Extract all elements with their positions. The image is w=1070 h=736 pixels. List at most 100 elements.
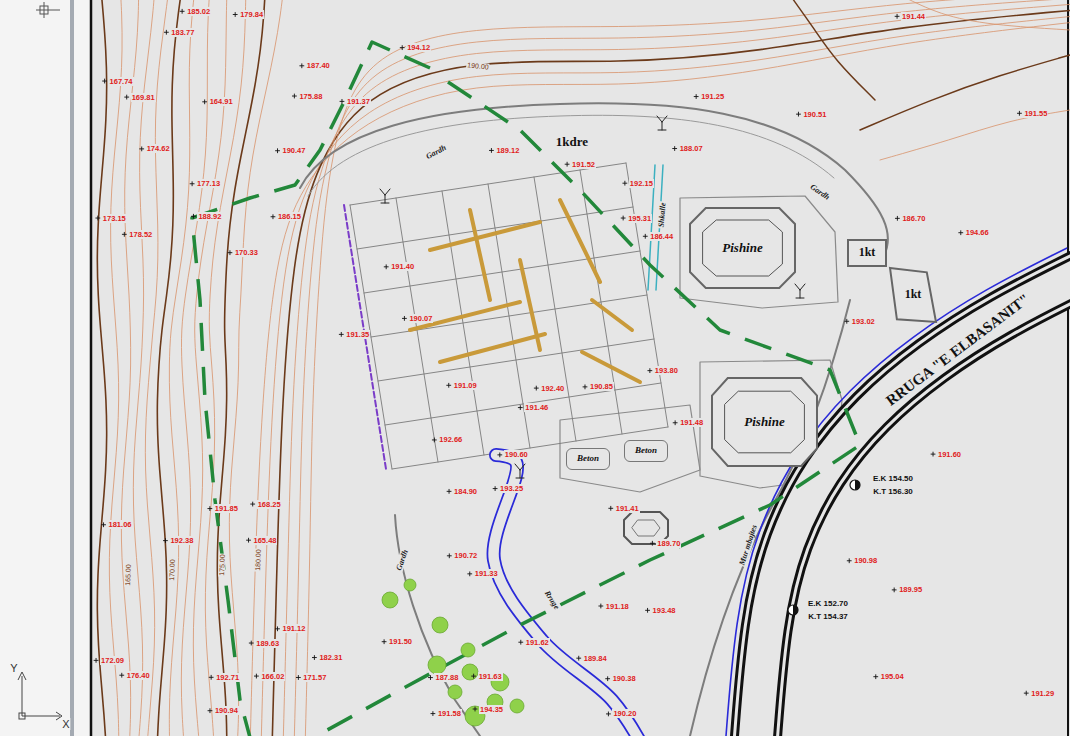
spot-height: 195.04 (880, 672, 905, 681)
spot-marker (96, 216, 100, 220)
spot-marker (228, 251, 232, 255)
spot-height: 181.06 (108, 520, 133, 529)
spot-marker (251, 502, 255, 506)
spot-marker (673, 421, 677, 425)
spot-marker (312, 656, 316, 660)
spot-marker (247, 538, 251, 542)
spot-height: 191.35 (345, 330, 370, 339)
spot-height: 174.62 (146, 144, 171, 153)
spot-height: 172.09 (100, 656, 125, 665)
spot-height: 190.47 (282, 146, 307, 155)
lamp-symbol (515, 464, 525, 478)
spot-height: 191.58 (437, 709, 462, 718)
spot-marker (122, 232, 126, 236)
spot-height: 194.35 (479, 705, 504, 714)
axis-icon (19, 713, 25, 719)
spot-marker (447, 554, 451, 558)
foundation-beam (582, 352, 640, 382)
spot-marker (402, 316, 406, 320)
spot-marker (447, 489, 451, 493)
contour-line (860, 55, 1070, 130)
road-kerb (725, 248, 1066, 736)
spot-height: 191.29 (1030, 689, 1055, 698)
spot-height: 177.13 (196, 179, 221, 188)
spot-height: 191.40 (390, 262, 415, 271)
road-surface (755, 275, 1070, 736)
foundation-beam (560, 200, 600, 282)
spot-marker (203, 100, 207, 104)
spot-marker (609, 506, 613, 510)
axis-label: X (61, 718, 70, 730)
spot-marker (125, 95, 129, 99)
spot-height: 187.88 (434, 673, 459, 682)
spot-marker (233, 13, 237, 17)
foundation-beam (440, 334, 545, 362)
spot-marker (292, 94, 296, 98)
spot-height: 191.63 (478, 672, 503, 681)
spot-marker (650, 541, 654, 545)
spot-marker (931, 452, 935, 456)
spot-marker (400, 46, 404, 50)
contour-line (157, 0, 183, 736)
spot-height: 178.52 (128, 230, 153, 239)
benchmark-symbol (855, 480, 860, 490)
spot-marker (498, 453, 502, 457)
spot-height: 190.98 (853, 556, 878, 565)
spot-marker (959, 231, 963, 235)
spot-marker (606, 712, 610, 716)
spot-marker (648, 369, 652, 373)
spot-height: 191.09 (453, 381, 478, 390)
spot-marker (796, 112, 800, 116)
spot-marker (1024, 691, 1028, 695)
spot-marker (845, 319, 849, 323)
spot-height: 189.12 (495, 146, 520, 155)
foundation-beam (592, 300, 632, 330)
spot-height: 164.91 (209, 97, 234, 106)
spot-height: 191.46 (524, 403, 549, 412)
spot-height: 169.81 (131, 93, 156, 102)
spot-height: 179.84 (239, 10, 264, 19)
feature-name: Mur mbajtes (737, 523, 759, 568)
spot-marker (1017, 111, 1021, 115)
lamp-symbol (657, 116, 667, 130)
feature-name: Gardh (394, 547, 410, 572)
pool-outline: Pishine (690, 208, 795, 288)
foundation-beam (470, 210, 490, 300)
spot-height: 190.20 (612, 709, 637, 718)
pool-outline (690, 208, 795, 288)
tree-symbol (382, 592, 398, 608)
pool-outline (703, 220, 783, 276)
grid-line (378, 339, 654, 381)
spot-marker (583, 385, 587, 389)
spot-height: 194.12 (406, 43, 431, 52)
tree-symbol (404, 579, 416, 591)
spot-marker (473, 707, 477, 711)
spot-height: 165.48 (253, 536, 278, 545)
spot-marker (103, 79, 107, 83)
spot-height: 176.40 (126, 671, 151, 680)
spot-height: 191.44 (901, 12, 926, 21)
spot-height: 185.02 (186, 7, 211, 16)
area-name: 1kt (857, 246, 878, 259)
area-name: Pishine (720, 241, 764, 255)
spot-marker (102, 523, 106, 527)
road (725, 248, 1070, 736)
spot-marker (120, 673, 124, 677)
spot-height: 184.90 (453, 487, 478, 496)
spot-marker (164, 30, 168, 34)
spot-marker (300, 64, 304, 68)
building-grid (344, 163, 668, 469)
spot-marker (895, 14, 899, 18)
spot-height: 167.74 (109, 77, 134, 86)
benchmark-symbol (793, 605, 798, 615)
spot-height: 190.72 (453, 551, 478, 560)
spot-height: 166.02 (260, 672, 285, 681)
lamp-symbol (795, 284, 805, 298)
contour-line (121, 0, 138, 736)
contour-line (169, 0, 196, 736)
foundation-beam (430, 222, 540, 250)
spot-marker (895, 216, 899, 220)
walls (300, 103, 888, 736)
tree-symbol (432, 617, 448, 633)
